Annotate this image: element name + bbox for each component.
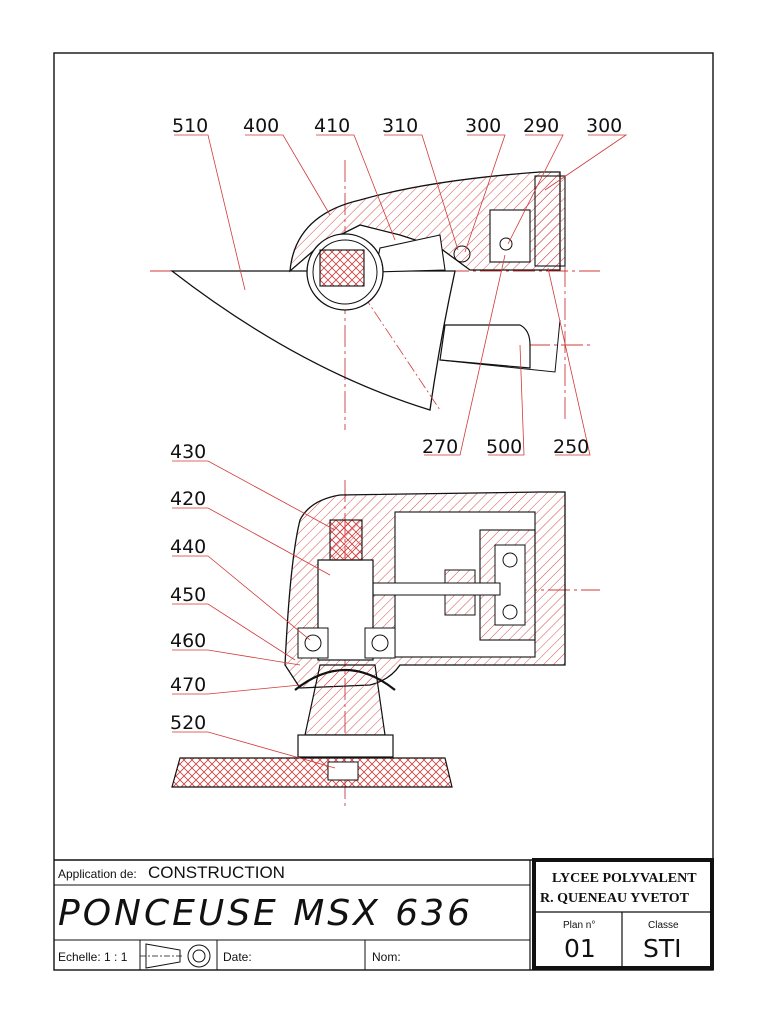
- school-line-2: R. QUENEAU YVETOT: [540, 891, 690, 906]
- callouts-top: 510 400 410 310 300 290 300 270 500 250: [172, 115, 622, 458]
- callout-label: 450: [170, 584, 206, 606]
- callouts-bottom: 430 420 440 450 460 470 520: [170, 441, 206, 734]
- callout-label: 400: [243, 115, 279, 137]
- plan-label: Plan n°: [563, 920, 595, 931]
- callout-label: 300: [586, 115, 622, 137]
- drawing-title: PONCEUSE MSX 636: [58, 893, 473, 934]
- application-value: CONSTRUCTION: [148, 863, 285, 882]
- drawing-frame: [53, 52, 714, 971]
- callout-label: 420: [170, 488, 206, 510]
- callout-label: 470: [170, 674, 206, 696]
- handle: [439, 324, 531, 369]
- pad-base: [171, 757, 453, 788]
- callout-label: 300: [465, 115, 501, 137]
- callout-label: 290: [523, 115, 559, 137]
- callout-label: 510: [172, 115, 208, 137]
- callout-label: 430: [170, 441, 206, 463]
- sanding-pad: [170, 270, 456, 411]
- classe-label: Classe: [648, 920, 679, 931]
- callout-label: 410: [314, 115, 350, 137]
- callout-label: 500: [486, 436, 522, 458]
- callout-label: 250: [553, 436, 589, 458]
- callout-label: 460: [170, 630, 206, 652]
- plan-value: 01: [564, 934, 596, 963]
- bottom-view: [171, 460, 600, 810]
- projection-symbol-icon: [145, 943, 181, 969]
- date-label: Date:: [223, 950, 252, 964]
- school-line-1: LYCEE POLYVALENT: [552, 871, 697, 886]
- callout-label: 440: [170, 536, 206, 558]
- title-block: Application de: CONSTRUCTION PONCEUSE MS…: [54, 858, 714, 970]
- callout-label: 310: [382, 115, 418, 137]
- name-label: Nom:: [372, 950, 401, 964]
- callout-label: 520: [170, 712, 206, 734]
- classe-value: STI: [643, 934, 682, 963]
- application-label: Application de:: [58, 867, 137, 881]
- callout-label: 270: [422, 436, 458, 458]
- scale-label: Echelle: 1 : 1: [58, 950, 128, 964]
- top-view: [150, 134, 628, 456]
